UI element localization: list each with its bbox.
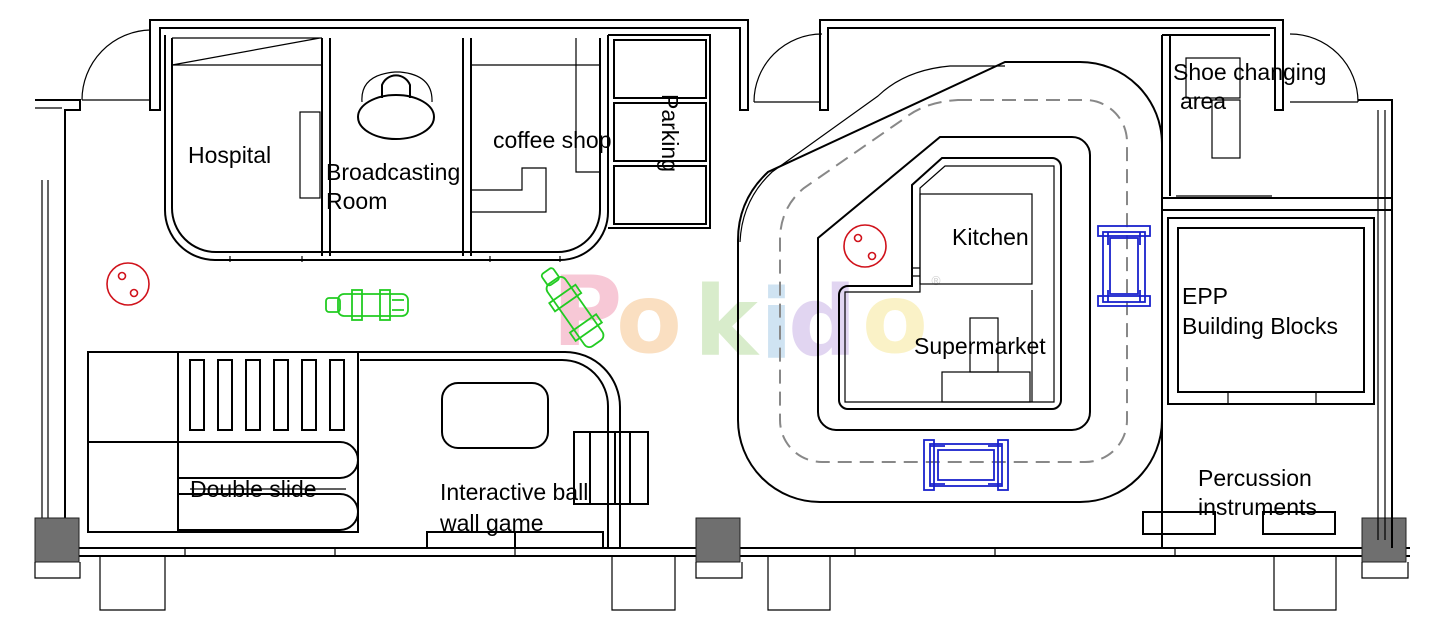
parking-bay-3 xyxy=(613,165,707,225)
epp-label-line1: EPP xyxy=(1182,283,1228,309)
column-1 xyxy=(34,517,80,563)
blue-car-icon-1 xyxy=(1097,225,1151,307)
bottom-bay-windows xyxy=(99,556,1337,611)
right-red-marker xyxy=(843,224,887,268)
double-slide-divider xyxy=(88,352,179,532)
watermark-letter-p: P xyxy=(552,256,622,368)
right-side-wall xyxy=(1358,99,1393,548)
room-door-ticks xyxy=(229,256,561,262)
track-dashed-center-line xyxy=(779,99,1128,463)
epp-top-wall xyxy=(1162,197,1392,211)
percussion-instrument-1 xyxy=(1142,511,1216,535)
watermark-letter-o2: o xyxy=(862,263,928,375)
right-window-lines xyxy=(1377,110,1386,540)
kitchen-marks xyxy=(912,267,920,277)
slide-lane-1 xyxy=(178,441,359,479)
track-outer-curve xyxy=(739,65,1005,243)
percussion-instrument-2 xyxy=(1262,511,1336,535)
broadcasting-label-line1: Broadcasting xyxy=(326,159,460,185)
left-top-wall xyxy=(149,19,749,111)
supermarket-label: Supermarket xyxy=(914,333,1046,359)
watermark-letter-i: i xyxy=(760,269,793,381)
column-2 xyxy=(695,517,741,563)
slide-step-6 xyxy=(329,359,345,431)
left-red-marker xyxy=(106,262,150,306)
top-rooms-inner xyxy=(171,38,601,253)
slide-step-2 xyxy=(217,359,233,431)
green-car-icon-2 xyxy=(540,267,605,348)
shoe-area-wall xyxy=(1161,34,1270,548)
epp-label-line2: Building Blocks xyxy=(1182,313,1338,339)
coffee-shop-label: coffee shop xyxy=(493,127,612,153)
kitchen-label: Kitchen xyxy=(952,224,1029,250)
slide-step-1 xyxy=(189,359,205,431)
slide-step-5 xyxy=(301,359,317,431)
epp-entry xyxy=(1227,391,1317,405)
ball-wall-panel xyxy=(573,431,649,505)
right-hall: Kitchen Supermarket Shoe changing xyxy=(737,19,1393,548)
hospital-wall xyxy=(321,38,331,256)
pokido-watermark: P o k i d o ® xyxy=(552,256,942,381)
top-rooms-outline xyxy=(164,35,609,261)
slide-lane-2 xyxy=(178,493,359,531)
registered-mark: ® xyxy=(930,274,942,288)
bottom-wall-ticks xyxy=(184,548,1176,556)
parking-bay-2 xyxy=(613,102,707,162)
right-top-wall xyxy=(819,19,1284,111)
ball-wall-label-line1: Interactive ball xyxy=(440,479,588,505)
track-outer-edge xyxy=(737,61,1163,503)
hospital-label: Hospital xyxy=(188,142,271,168)
green-car-icon-1 xyxy=(325,289,409,321)
ball-wall-label-line2: wall game xyxy=(439,510,544,536)
shop-block-outer xyxy=(838,157,1062,410)
watermark-letter-o: o xyxy=(616,263,682,375)
door-swing-right-2 xyxy=(1289,33,1359,103)
door-swing-right-1 xyxy=(753,33,823,103)
left-side-wall xyxy=(35,99,81,555)
ball-wall-slats xyxy=(589,432,631,504)
parking-bay-1 xyxy=(613,39,707,99)
blue-car-icon-2 xyxy=(923,439,1009,491)
coffee-seat xyxy=(471,167,547,213)
watermark-letter-k: k xyxy=(694,266,760,378)
shoe-bench-top xyxy=(1185,57,1241,99)
parking-outline xyxy=(608,34,711,229)
shoe-changing-label-line2: area xyxy=(1180,88,1226,114)
door-swing-top-left xyxy=(81,29,151,101)
track-inner-edge xyxy=(817,136,1091,431)
broadcast-wall xyxy=(462,38,472,256)
percussion-label-line2: instruments xyxy=(1198,494,1317,520)
broadcast-desk xyxy=(357,94,435,140)
play-area-inner-wall xyxy=(360,359,609,548)
broadcast-mic-top xyxy=(361,71,433,103)
watermark-letter-d: d xyxy=(788,266,857,378)
column-3 xyxy=(1361,517,1407,563)
hospital-bed xyxy=(171,37,322,66)
epp-frame-outer xyxy=(1167,217,1375,405)
shoe-changing-label-line1: Shoe changing xyxy=(1173,59,1326,85)
kitchen-counter xyxy=(919,193,1033,285)
epp-frame-inner xyxy=(1177,227,1365,393)
percussion-label-line1: Percussion xyxy=(1198,465,1312,491)
microphone-icon xyxy=(381,74,411,98)
parking-label: Parking xyxy=(657,94,683,172)
left-hall: Hospital Broadcasting Room coffee shop P… xyxy=(34,19,1410,611)
broadcasting-label-line2: Room xyxy=(326,188,387,214)
supermarket-checkout xyxy=(941,371,1031,403)
play-area-top-wall xyxy=(88,351,621,548)
ball-pit xyxy=(441,382,549,449)
column-bases xyxy=(34,562,1409,579)
slide-step-4 xyxy=(273,359,289,431)
hospital-counter xyxy=(299,111,321,199)
shoe-bench xyxy=(1211,99,1241,159)
coffee-counter xyxy=(471,38,600,173)
slide-step-3 xyxy=(245,359,261,431)
